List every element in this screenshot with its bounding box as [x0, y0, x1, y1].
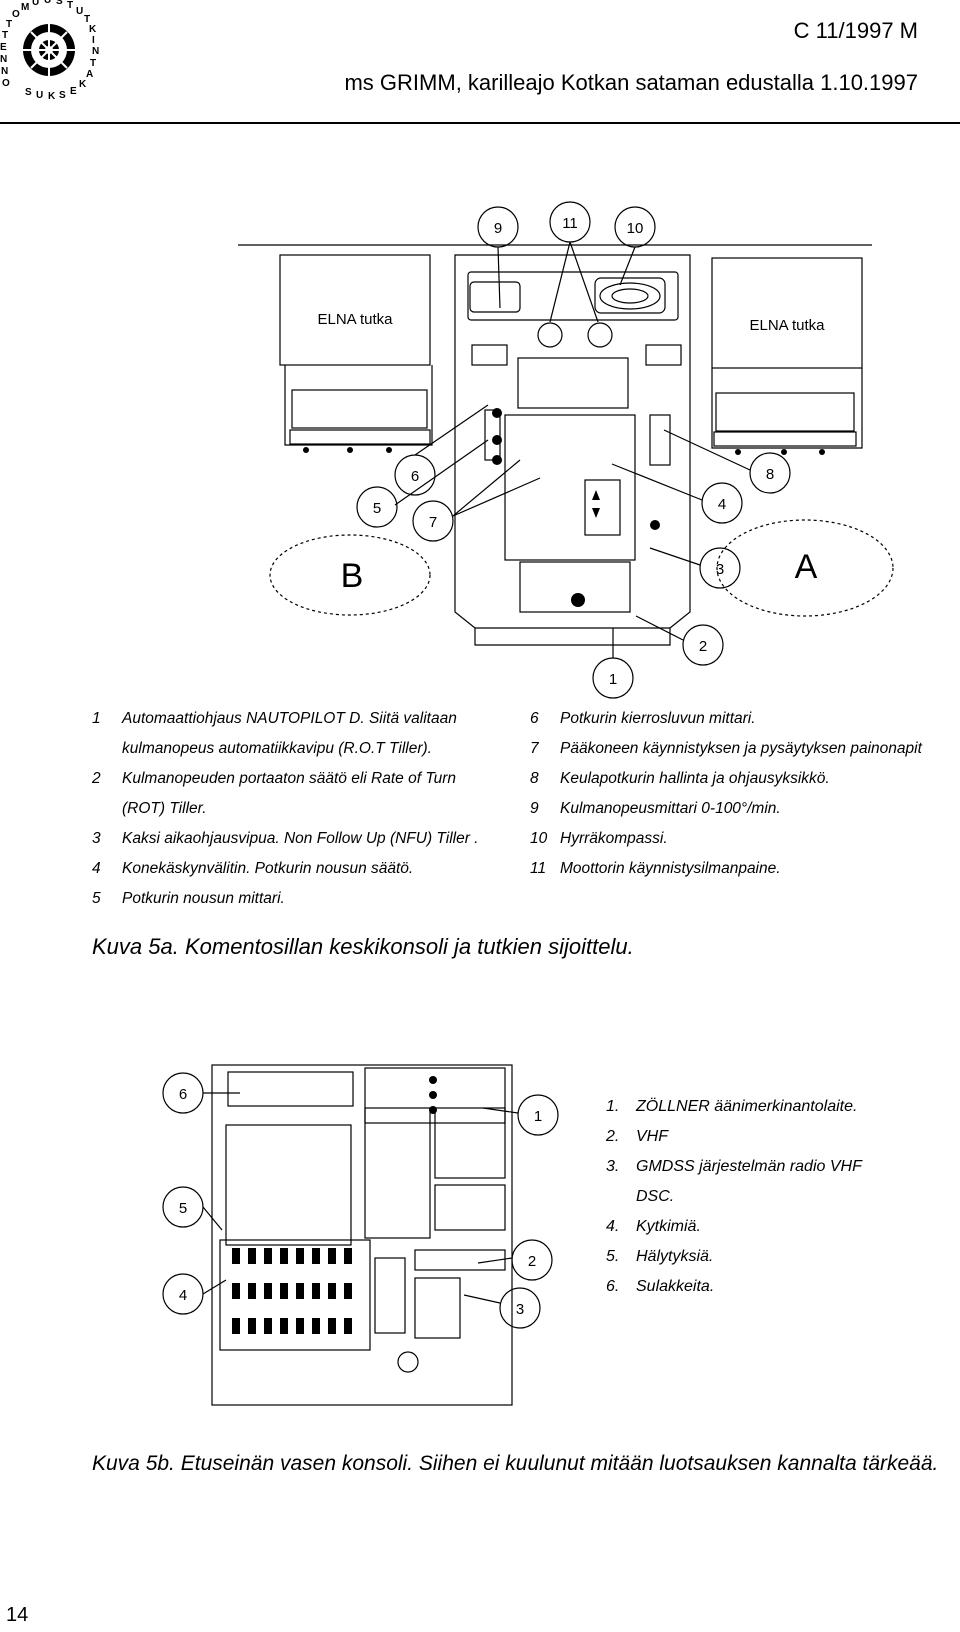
svg-text:K: K [89, 24, 97, 35]
svg-text:K: K [79, 79, 87, 90]
svg-text:3: 3 [716, 561, 724, 578]
svg-text:9: 9 [494, 220, 502, 237]
svg-text:1: 1 [534, 1108, 542, 1125]
legend-a: 1 Automaattiohjaus NAUTOPILOT D. Siitä v… [92, 710, 922, 907]
svg-text:4: 4 [718, 496, 726, 513]
callout-5 [356, 486, 398, 528]
radar-left-label: ELNA tutka [317, 311, 393, 328]
callout-2 [682, 624, 724, 666]
svg-text:U: U [44, 0, 51, 6]
report-code: C 11/1997 M [793, 18, 918, 43]
svg-text:U: U [32, 0, 39, 8]
svg-text:U: U [36, 90, 43, 101]
radar-left-screen [279, 254, 431, 366]
header-divider [0, 122, 960, 124]
left-console-outline [211, 1064, 513, 1406]
svg-text:2: 2 [699, 638, 707, 655]
switch-row-3 [232, 1318, 352, 1334]
svg-text:T: T [6, 19, 12, 30]
svg-text:6: 6 [179, 1086, 187, 1103]
svg-text:1: 1 [609, 671, 617, 688]
svg-text:O: O [12, 9, 20, 20]
svg-text:O: O [2, 78, 10, 89]
callout-7 [412, 500, 454, 542]
svg-text:I: I [92, 35, 95, 46]
zone-a-label: A [795, 548, 818, 586]
svg-text:5: 5 [373, 500, 381, 517]
callout-3 [699, 547, 741, 589]
svg-text:7: 7 [429, 514, 437, 531]
zone-b-label: B [341, 557, 364, 595]
svg-text:3: 3 [516, 1301, 524, 1318]
caption-a: Kuva 5a. Komentosillan keskikonsoli ja t… [92, 934, 634, 959]
svg-text:T: T [2, 30, 8, 41]
svg-text:N: N [1, 66, 8, 77]
bridge-console-diagram: ELNA tutka ELNA tutka B A 1 2 3 4 5 6 7 … [238, 201, 894, 699]
legend-b: 1. ZÖLLNER äänimerkinantolaite. 2. VHF 3… [606, 1098, 862, 1295]
caption-b: Kuva 5b. Etuseinän vasen konsoli. Siihen… [92, 1452, 939, 1475]
svg-text:8: 8 [766, 466, 774, 483]
svg-text:K: K [48, 91, 56, 102]
svg-text:E: E [0, 42, 7, 53]
radar-right-screen [711, 257, 863, 369]
svg-text:11: 11 [562, 215, 578, 232]
svg-text:2: 2 [528, 1253, 536, 1270]
svg-text:U: U [76, 6, 83, 17]
report-title: ms GRIMM, karilleajo Kotkan sataman edus… [344, 70, 918, 95]
svg-text:S: S [56, 0, 63, 7]
svg-text:M: M [21, 2, 29, 13]
page-number: 14 [6, 1604, 29, 1626]
switch-row-2 [232, 1283, 352, 1299]
svg-text:10: 10 [627, 220, 644, 237]
svg-text:4: 4 [179, 1287, 187, 1304]
svg-text:T: T [90, 58, 96, 69]
switch-row-1 [232, 1248, 352, 1264]
svg-text:T: T [84, 14, 90, 25]
callout-8 [749, 452, 791, 494]
svg-text:5: 5 [179, 1200, 187, 1217]
svg-text:A: A [86, 69, 93, 80]
svg-text:N: N [0, 54, 7, 65]
svg-text:N: N [92, 46, 99, 57]
radar-right-label: ELNA tutka [749, 317, 825, 334]
svg-text:S: S [25, 87, 32, 98]
callout-4 [701, 482, 743, 524]
svg-text:T: T [67, 0, 73, 11]
svg-text:6: 6 [411, 468, 419, 485]
svg-text:S: S [59, 90, 66, 101]
svg-text:E: E [70, 86, 77, 97]
